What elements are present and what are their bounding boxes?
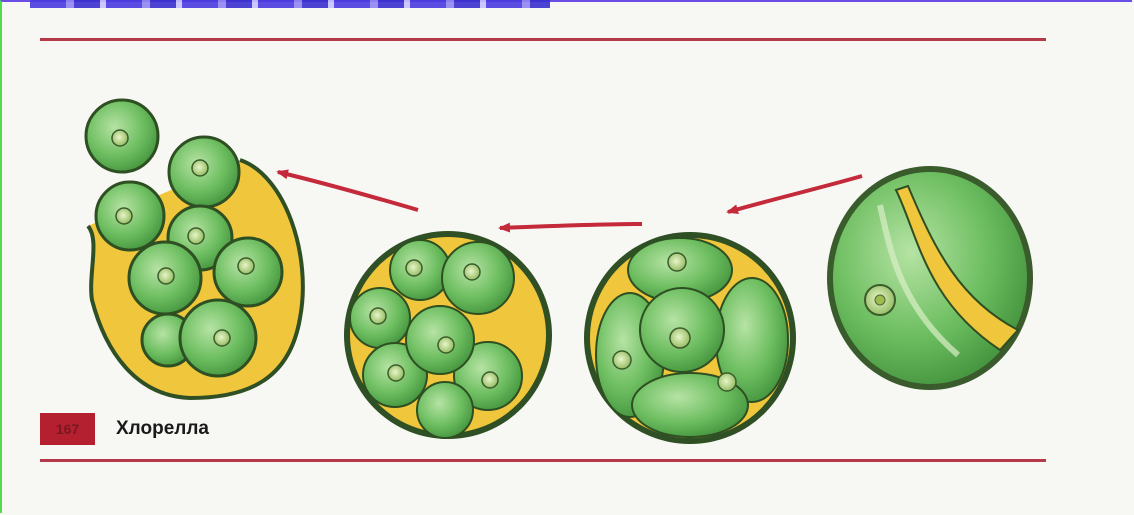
nucleus	[482, 372, 498, 388]
nucleus	[192, 160, 208, 176]
nucleus	[718, 373, 736, 391]
mature-cell-body	[833, 172, 1027, 384]
nucleus	[406, 260, 422, 276]
arrow-mature-to-dividing	[728, 176, 862, 212]
nucleus	[116, 208, 132, 224]
stage-autospore-release	[86, 100, 303, 398]
arrow-autospores-to-release	[278, 172, 418, 210]
nucleus	[613, 351, 631, 369]
mature-cell-nucleolus	[875, 295, 885, 305]
nucleus	[188, 228, 204, 244]
nucleus	[464, 264, 480, 280]
nucleus	[112, 130, 128, 146]
nucleus	[370, 308, 386, 324]
nucleus	[214, 330, 230, 346]
stage-dividing-cell	[584, 232, 796, 444]
nucleus	[438, 337, 454, 353]
stage-autospores-in-wall	[344, 231, 552, 439]
autospore	[417, 382, 473, 438]
nucleus	[670, 328, 690, 348]
nucleus	[158, 268, 174, 284]
nucleus	[388, 365, 404, 381]
figure-caption: Хлорелла	[116, 418, 209, 440]
arrow-dividing-to-autospores	[500, 224, 642, 228]
nucleus	[238, 258, 254, 274]
stage-mature-cell	[827, 166, 1033, 390]
figure-number-badge: 167	[40, 413, 95, 445]
nucleus	[668, 253, 686, 271]
